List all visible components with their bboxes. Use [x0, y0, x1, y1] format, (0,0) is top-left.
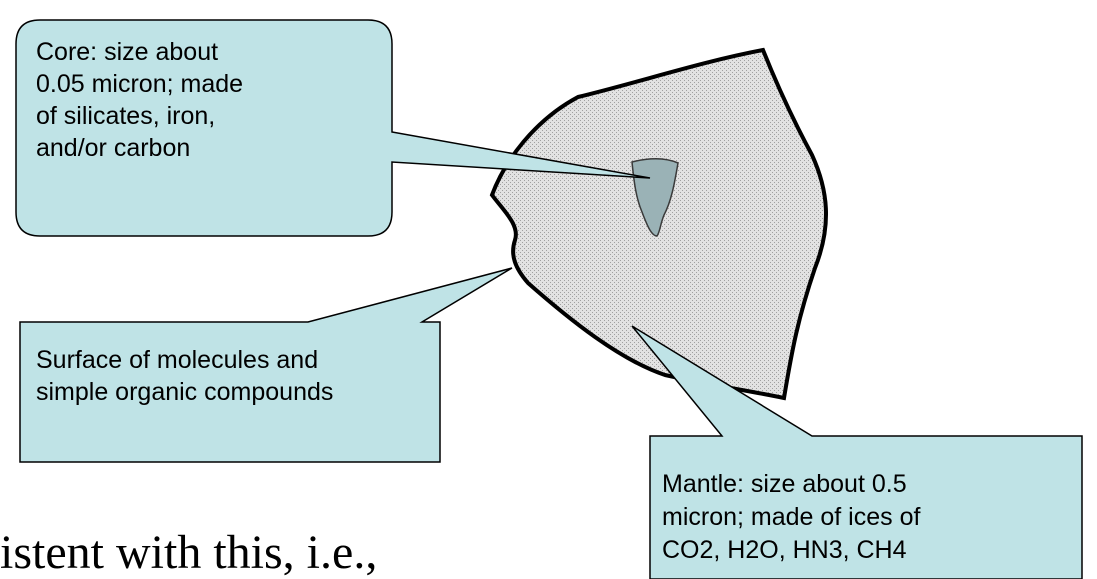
mantle-callout-text: Mantle: size about 0.5 micron; made of i… [662, 468, 1042, 567]
core-callout-text: Core: size about 0.05 micron; made of si… [36, 36, 366, 164]
surface-callout-text: Surface of molecules and simple organic … [36, 344, 416, 408]
slide-body-text: istent with this, i.e., [0, 527, 377, 579]
